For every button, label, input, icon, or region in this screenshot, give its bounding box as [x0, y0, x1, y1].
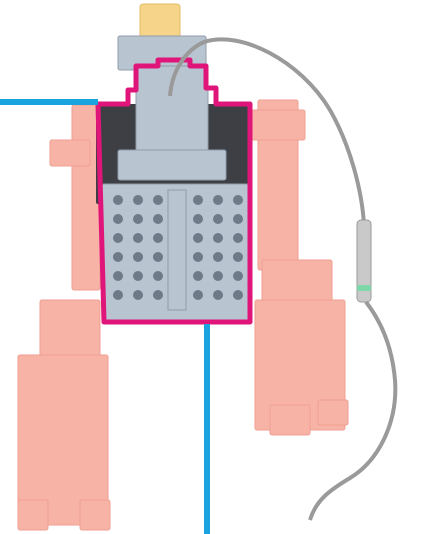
- stud: [153, 290, 163, 300]
- stud: [153, 233, 163, 243]
- stud: [153, 252, 163, 262]
- stud: [133, 233, 143, 243]
- stud: [133, 195, 143, 205]
- stud: [233, 195, 243, 205]
- left-arm-top: [50, 140, 90, 166]
- stud: [213, 233, 223, 243]
- stud: [113, 214, 123, 224]
- stud: [233, 271, 243, 281]
- stud: [193, 195, 203, 205]
- stud: [153, 214, 163, 224]
- stud: [153, 195, 163, 205]
- stud: [213, 252, 223, 262]
- stud: [193, 290, 203, 300]
- stud: [193, 214, 203, 224]
- cable-stripe: [357, 285, 371, 291]
- stud: [113, 252, 123, 262]
- stud: [233, 252, 243, 262]
- stud: [233, 233, 243, 243]
- stud: [213, 214, 223, 224]
- yellow-head-brick: [140, 4, 180, 38]
- stud: [233, 290, 243, 300]
- stud: [113, 290, 123, 300]
- stud: [113, 195, 123, 205]
- stud: [113, 271, 123, 281]
- stud: [213, 271, 223, 281]
- stud: [193, 233, 203, 243]
- stud: [133, 290, 143, 300]
- left-arm-frame: [72, 105, 100, 290]
- gray-faceplate: [118, 150, 226, 180]
- stud: [153, 271, 163, 281]
- right-foot-toe: [270, 405, 310, 435]
- stud: [133, 214, 143, 224]
- stud: [193, 271, 203, 281]
- stud: [233, 214, 243, 224]
- right-arm-top: [250, 110, 305, 140]
- left-foot-toe: [18, 500, 48, 530]
- left-foot-heel: [80, 500, 110, 530]
- stud: [193, 252, 203, 262]
- stud: [133, 271, 143, 281]
- right-foot-heel: [318, 400, 348, 425]
- stud: [113, 233, 123, 243]
- stud: [133, 252, 143, 262]
- center-channel: [168, 190, 186, 310]
- stud: [213, 195, 223, 205]
- stud: [213, 290, 223, 300]
